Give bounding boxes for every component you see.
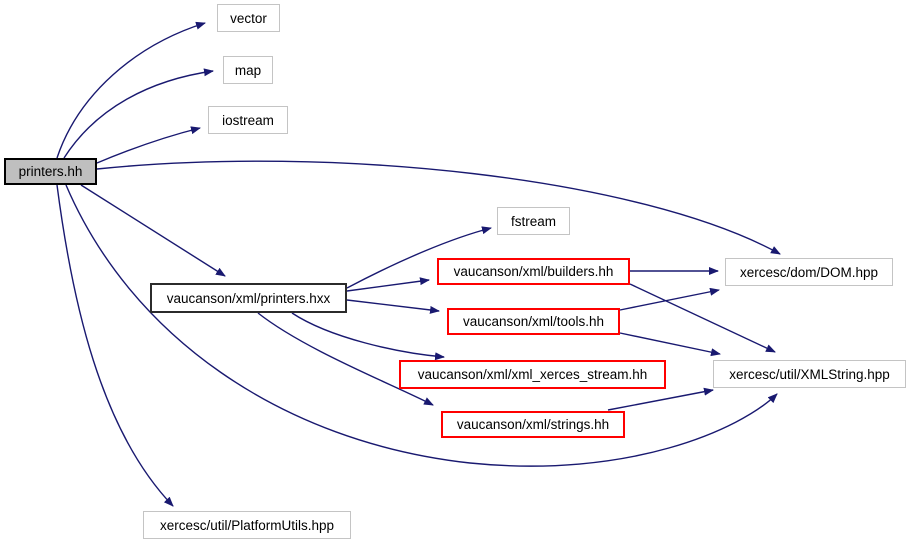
edge-printers-hh-to-iostream — [96, 126, 201, 164]
node-dom-hpp: xercesc/dom/DOM.hpp — [725, 258, 893, 286]
edge-strings-hh-to-xmlstring-hpp — [607, 387, 714, 411]
node-label: vaucanson/xml/builders.hh — [453, 264, 614, 279]
edge-printers-hh-to-xmlstring-hpp — [65, 184, 778, 467]
edge-printers-hh-to-platformutils-hpp — [56, 184, 174, 507]
edge-printers-hh-to-map — [63, 68, 214, 159]
node-platformutils-hpp: xercesc/util/PlatformUtils.hpp — [143, 511, 351, 539]
edge-builders-hh-to-xmlstring-hpp — [629, 283, 776, 353]
node-label: vaucanson/xml/printers.hxx — [166, 290, 331, 306]
node-label: vector — [230, 10, 267, 26]
node-printers-hh: printers.hh — [4, 158, 97, 185]
node-map: map — [223, 56, 273, 84]
node-label: fstream — [510, 213, 556, 229]
node-xml-xerces-stream[interactable]: vaucanson/xml/xml_xerces_stream.hh — [399, 360, 666, 389]
node-strings-hh[interactable]: vaucanson/xml/strings.hh — [441, 411, 625, 438]
node-label: vaucanson/xml/tools.hh — [462, 314, 605, 329]
node-tools-hh[interactable]: vaucanson/xml/tools.hh — [447, 308, 620, 335]
node-label: xercesc/util/XMLString.hpp — [729, 366, 890, 382]
edge-printers-hxx-to-xml-xerces-stream — [291, 312, 445, 361]
node-label: printers.hh — [18, 164, 83, 179]
edge-printers-hh-to-vector — [56, 21, 206, 159]
edge-printers-hh-to-dom-hpp — [96, 160, 781, 255]
edge-printers-hxx-to-fstream — [346, 226, 492, 289]
node-xmlstring-hpp: xercesc/util/XMLString.hpp — [713, 360, 906, 388]
edge-printers-hxx-to-strings-hh — [257, 312, 434, 406]
node-label: xercesc/dom/DOM.hpp — [739, 264, 879, 280]
node-iostream: iostream — [208, 106, 288, 134]
node-label: vaucanson/xml/xml_xerces_stream.hh — [417, 367, 648, 382]
node-label: iostream — [222, 112, 274, 128]
node-builders-hh[interactable]: vaucanson/xml/builders.hh — [437, 258, 630, 285]
node-fstream: fstream — [497, 207, 570, 235]
node-label: xercesc/util/PlatformUtils.hpp — [159, 517, 335, 533]
node-vector: vector — [217, 4, 280, 32]
edge-tools-hh-to-xmlstring-hpp — [619, 332, 721, 357]
node-label: map — [234, 62, 262, 78]
edge-tools-hh-to-dom-hpp — [619, 287, 720, 311]
edge-printers-hh-to-printers-hxx — [80, 184, 226, 277]
node-label: vaucanson/xml/strings.hh — [456, 417, 610, 432]
edge-printers-hxx-to-tools-hh — [346, 299, 440, 314]
edge-printers-hxx-to-builders-hh — [346, 277, 430, 292]
node-printers-hxx[interactable]: vaucanson/xml/printers.hxx — [150, 283, 347, 313]
